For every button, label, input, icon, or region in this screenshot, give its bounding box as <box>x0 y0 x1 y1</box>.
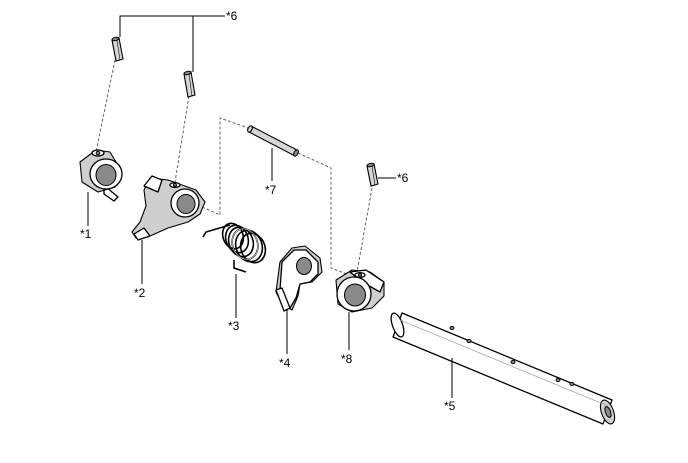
callout-6-right: *6 <box>397 171 409 185</box>
shaft-hole-2 <box>466 338 472 344</box>
assembly-guide-lines <box>95 59 373 277</box>
guide-line-pin-7-to-part-8 <box>297 152 353 277</box>
spring-pin-part-6-upper-left <box>111 36 124 62</box>
callout-1: *1 <box>80 227 92 241</box>
part-3-coil-spring <box>202 222 267 273</box>
callout-4: *4 <box>279 356 291 370</box>
callout-5: *5 <box>444 399 456 413</box>
straight-pin-part-7 <box>247 125 299 157</box>
part-8-collar <box>335 269 385 313</box>
part-5-shaft <box>390 312 616 425</box>
callout-2: *2 <box>134 286 146 300</box>
callout-leader-lines <box>87 148 453 398</box>
leader-line-6a-horizontal <box>119 15 225 37</box>
spring-pin-part-6-middle <box>183 70 196 98</box>
callout-6-top-leader <box>119 15 225 72</box>
guide-line-pin-to-part-1 <box>95 59 116 153</box>
callout-labels: *6 *6 *7 *1 *2 *3 *4 *8 *5 <box>80 9 456 413</box>
guide-line-pin-to-part-2 <box>174 95 190 183</box>
part-4-lever-plate <box>275 245 323 312</box>
callout-3: *3 <box>228 319 240 333</box>
part-1-collar <box>79 149 123 202</box>
guide-line-pin-to-part-8 <box>356 187 373 273</box>
shaft-hole-5 <box>569 381 575 387</box>
part-2-shift-lever <box>131 175 206 241</box>
guide-line-part-2-to-pin-7 <box>192 117 252 216</box>
callout-6-top: *6 <box>226 9 238 23</box>
shaft-hole-4 <box>555 377 561 383</box>
callout-7: *7 <box>265 183 277 197</box>
shaft-hole-3 <box>510 359 516 365</box>
callout-8: *8 <box>341 352 353 366</box>
spring-pin-part-6-right <box>366 162 379 187</box>
shaft-hole-1 <box>449 325 455 331</box>
